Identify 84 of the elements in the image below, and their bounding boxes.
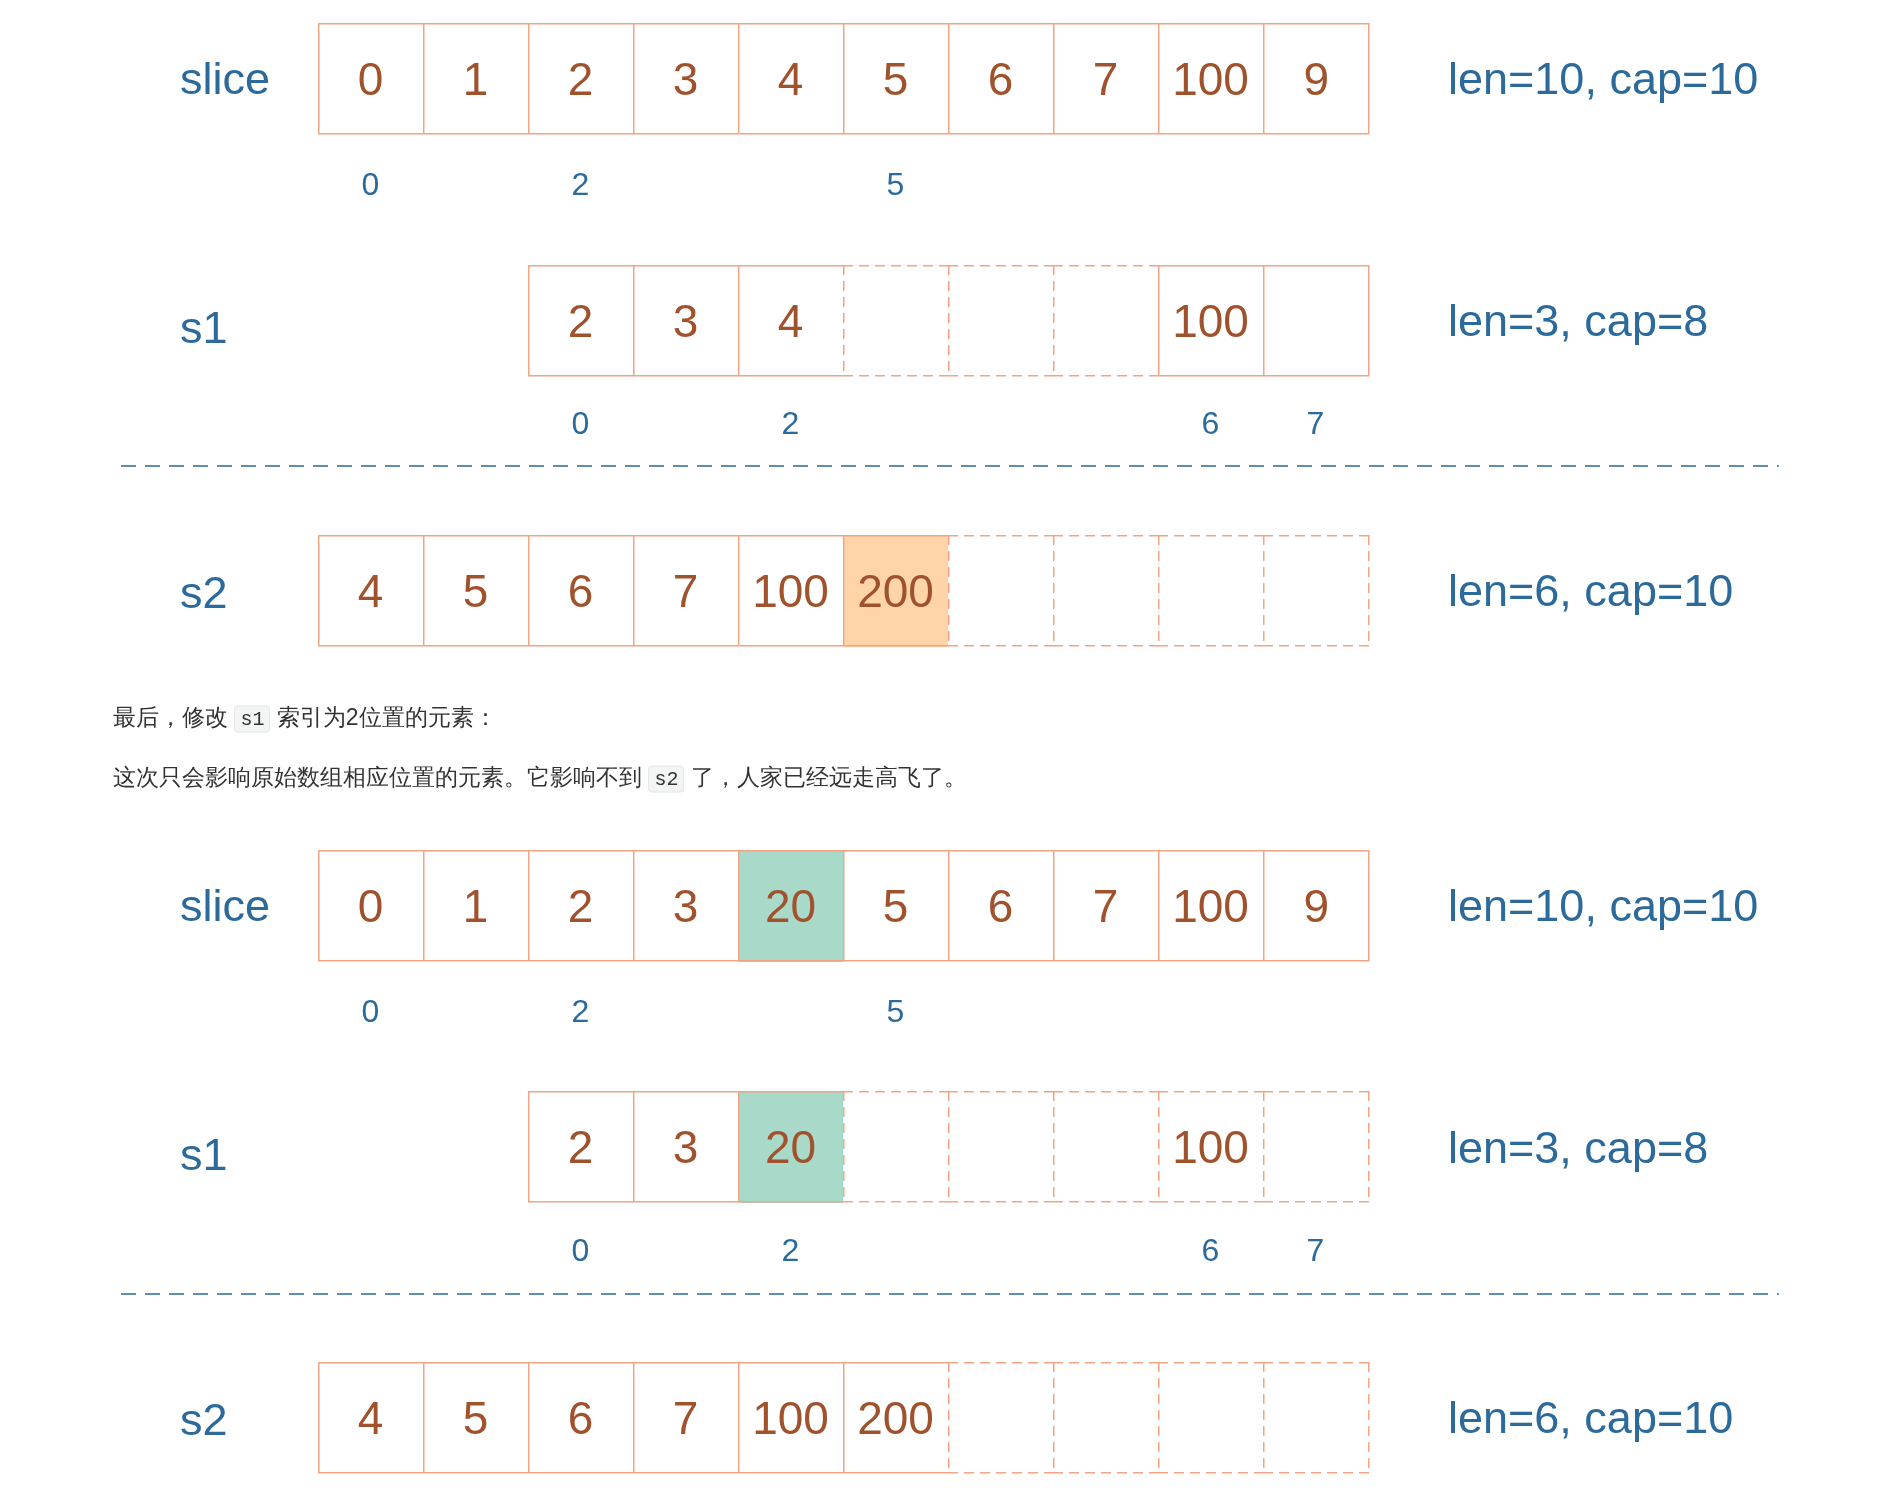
array-cell: 0 bbox=[318, 23, 423, 135]
array-cell: 100 bbox=[738, 535, 843, 647]
array-cell: 7 bbox=[633, 535, 738, 647]
array-cell: 4 bbox=[738, 23, 843, 135]
array-cell: 7 bbox=[1053, 23, 1158, 135]
empty-cell bbox=[1053, 535, 1158, 647]
empty-cell bbox=[1053, 1091, 1158, 1203]
index-label: 2 bbox=[781, 407, 800, 439]
array-cell: 2 bbox=[528, 1091, 633, 1203]
empty-cell bbox=[1158, 535, 1263, 647]
index-label: 2 bbox=[571, 168, 590, 200]
empty-cell bbox=[1053, 1362, 1158, 1474]
array-cell: 6 bbox=[948, 23, 1053, 135]
array-cell: 5 bbox=[423, 1362, 528, 1474]
length-capacity-label: len=10, cap=10 bbox=[1448, 55, 1759, 101]
index-label: 2 bbox=[571, 995, 590, 1027]
variable-name: s2 bbox=[180, 569, 228, 615]
array-cell: 1 bbox=[423, 23, 528, 135]
array-cell: 4 bbox=[738, 265, 843, 377]
index-label: 5 bbox=[886, 168, 905, 200]
array-cell: 3 bbox=[633, 1091, 738, 1203]
index-label: 7 bbox=[1306, 407, 1325, 439]
array-cell: 6 bbox=[528, 1362, 633, 1474]
length-capacity-label: len=6, cap=10 bbox=[1448, 1394, 1734, 1440]
array-cell: 5 bbox=[843, 850, 948, 962]
length-capacity-label: len=3, cap=8 bbox=[1448, 1124, 1709, 1170]
array-cell: 2 bbox=[528, 23, 633, 135]
empty-cell bbox=[1053, 265, 1158, 377]
variable-name: s1 bbox=[180, 304, 228, 350]
array-cell: 0 bbox=[318, 850, 423, 962]
empty-cell bbox=[1158, 1362, 1263, 1474]
empty-cell bbox=[843, 265, 948, 377]
paragraph: 这次只会影响原始数组相应位置的元素。它影响不到 s2 了，人家已经远走高飞了。 bbox=[113, 762, 967, 795]
empty-cell bbox=[948, 265, 1053, 377]
index-label: 0 bbox=[361, 168, 380, 200]
array-cell: 200 bbox=[843, 1362, 948, 1474]
empty-cell bbox=[1263, 265, 1370, 377]
variable-name: s1 bbox=[180, 1131, 228, 1177]
highlighted-cell: 20 bbox=[738, 850, 843, 962]
index-label: 0 bbox=[571, 1234, 590, 1266]
array-cell: 100 bbox=[738, 1362, 843, 1474]
array-cell: 2 bbox=[528, 850, 633, 962]
array-cell: 100 bbox=[1158, 265, 1263, 377]
array-cell: 9 bbox=[1263, 23, 1370, 135]
array-cell: 3 bbox=[633, 265, 738, 377]
index-label: 7 bbox=[1306, 1234, 1325, 1266]
array-cell: 7 bbox=[633, 1362, 738, 1474]
length-capacity-label: len=10, cap=10 bbox=[1448, 882, 1759, 928]
array-cell: 2 bbox=[528, 265, 633, 377]
variable-name: slice bbox=[180, 882, 271, 928]
array-cell: 4 bbox=[318, 1362, 423, 1474]
empty-cell bbox=[948, 1362, 1053, 1474]
array-cell: 4 bbox=[318, 535, 423, 647]
array-cell: 1 bbox=[423, 850, 528, 962]
empty-cell bbox=[843, 1091, 948, 1203]
array-cell: 100 bbox=[1158, 850, 1263, 962]
empty-cell bbox=[1263, 1091, 1370, 1203]
highlighted-cell: 200 bbox=[843, 535, 948, 647]
variable-name: slice bbox=[180, 55, 271, 101]
index-label: 0 bbox=[571, 407, 590, 439]
array-cell: 9 bbox=[1263, 850, 1370, 962]
empty-cell bbox=[948, 1091, 1053, 1203]
array-cell: 3 bbox=[633, 850, 738, 962]
array-cell: 3 bbox=[633, 23, 738, 135]
index-label: 6 bbox=[1201, 1234, 1220, 1266]
array-cell: 5 bbox=[843, 23, 948, 135]
highlighted-cell: 20 bbox=[738, 1091, 843, 1203]
index-label: 2 bbox=[781, 1234, 800, 1266]
array-cell: 5 bbox=[423, 535, 528, 647]
length-capacity-label: len=6, cap=10 bbox=[1448, 567, 1734, 613]
variable-name: s2 bbox=[180, 1396, 228, 1442]
array-cell: 6 bbox=[948, 850, 1053, 962]
index-label: 6 bbox=[1201, 407, 1220, 439]
empty-cell bbox=[948, 535, 1053, 647]
array-cell: 7 bbox=[1053, 850, 1158, 962]
array-cell: 100 bbox=[1158, 1091, 1263, 1203]
empty-cell bbox=[1263, 1362, 1370, 1474]
index-label: 5 bbox=[886, 995, 905, 1027]
empty-cell bbox=[1263, 535, 1370, 647]
array-cell: 6 bbox=[528, 535, 633, 647]
index-label: 0 bbox=[361, 995, 380, 1027]
paragraph: 最后，修改 s1 索引为2位置的元素： bbox=[113, 702, 497, 735]
length-capacity-label: len=3, cap=8 bbox=[1448, 297, 1709, 343]
array-cell: 100 bbox=[1158, 23, 1263, 135]
